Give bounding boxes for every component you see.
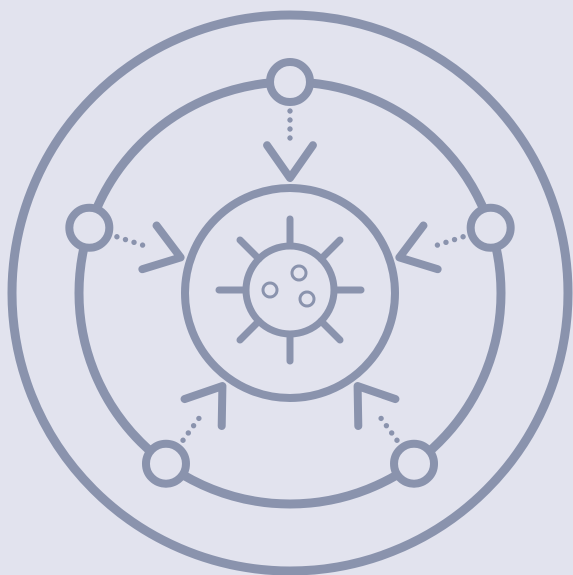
connector-dot [132,240,136,244]
virus-spike [240,240,259,259]
virus-particle [300,292,314,306]
connectors [69,62,510,484]
connector-dot [452,237,456,241]
connector-dot [444,240,448,244]
chevron-arrow [185,386,223,426]
chevron-arrow [267,145,313,178]
connector-dot [288,109,292,113]
connector-dot [384,423,388,427]
connector-dot [435,243,439,247]
chevron-arrow [358,386,396,426]
connector-dot [197,416,201,420]
upper-left-node [69,208,109,248]
connector-dot [389,431,393,435]
lower-left-node [146,444,186,484]
virus-particles [263,266,314,306]
chevron-arrow [399,226,437,270]
connector-dot [395,438,399,442]
connector-dot [288,136,292,140]
virus-spike [321,240,340,259]
connector-dot [379,416,383,420]
icon-strokes [12,15,568,571]
top-node [270,62,310,102]
chevron-arrow [142,226,180,270]
connector-dot [191,423,195,427]
connector-dot [186,431,190,435]
upper-right-node [471,208,511,248]
orbit-ring [79,82,501,504]
connector-dot [140,243,144,247]
connector-dot [288,118,292,122]
connector-dot [181,438,185,442]
connector-dot [461,235,465,239]
connector-dot [115,235,119,239]
virus-spike [240,321,259,340]
connector-dot [288,127,292,131]
connector-dot [123,237,127,241]
virus-particle [263,283,277,297]
virus-particle [292,266,306,280]
virus-spikes [219,219,361,361]
lower-right-node [394,444,434,484]
virus-spike [321,321,340,340]
